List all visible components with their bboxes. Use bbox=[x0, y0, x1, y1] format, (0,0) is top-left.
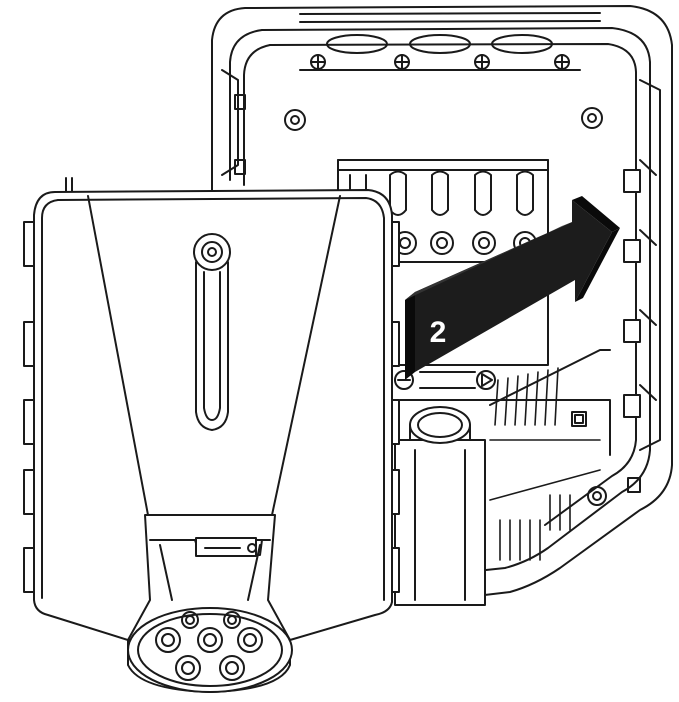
right-side-clips bbox=[623, 79, 661, 493]
left-side-clips bbox=[221, 69, 246, 176]
type-2-socket bbox=[127, 514, 293, 693]
status-light-bar bbox=[193, 233, 231, 431]
socket-pins bbox=[155, 611, 263, 681]
top-knockouts bbox=[299, 12, 601, 54]
rear-housing-inner bbox=[261, 27, 651, 579]
arrow-body bbox=[415, 200, 612, 372]
arrow-side-face bbox=[405, 292, 415, 380]
direction-arrow: 2 bbox=[405, 196, 620, 380]
cable-entry bbox=[394, 406, 486, 606]
vent-grille bbox=[489, 367, 601, 561]
mounting-hole-top-right bbox=[581, 107, 603, 129]
mounting-hole-top-left bbox=[284, 109, 306, 131]
socket-face bbox=[127, 607, 293, 693]
step-number: 2 bbox=[430, 316, 447, 349]
front-cover bbox=[23, 177, 400, 693]
mounting-hole-bottom-right bbox=[587, 486, 607, 506]
top-screws bbox=[299, 54, 581, 71]
